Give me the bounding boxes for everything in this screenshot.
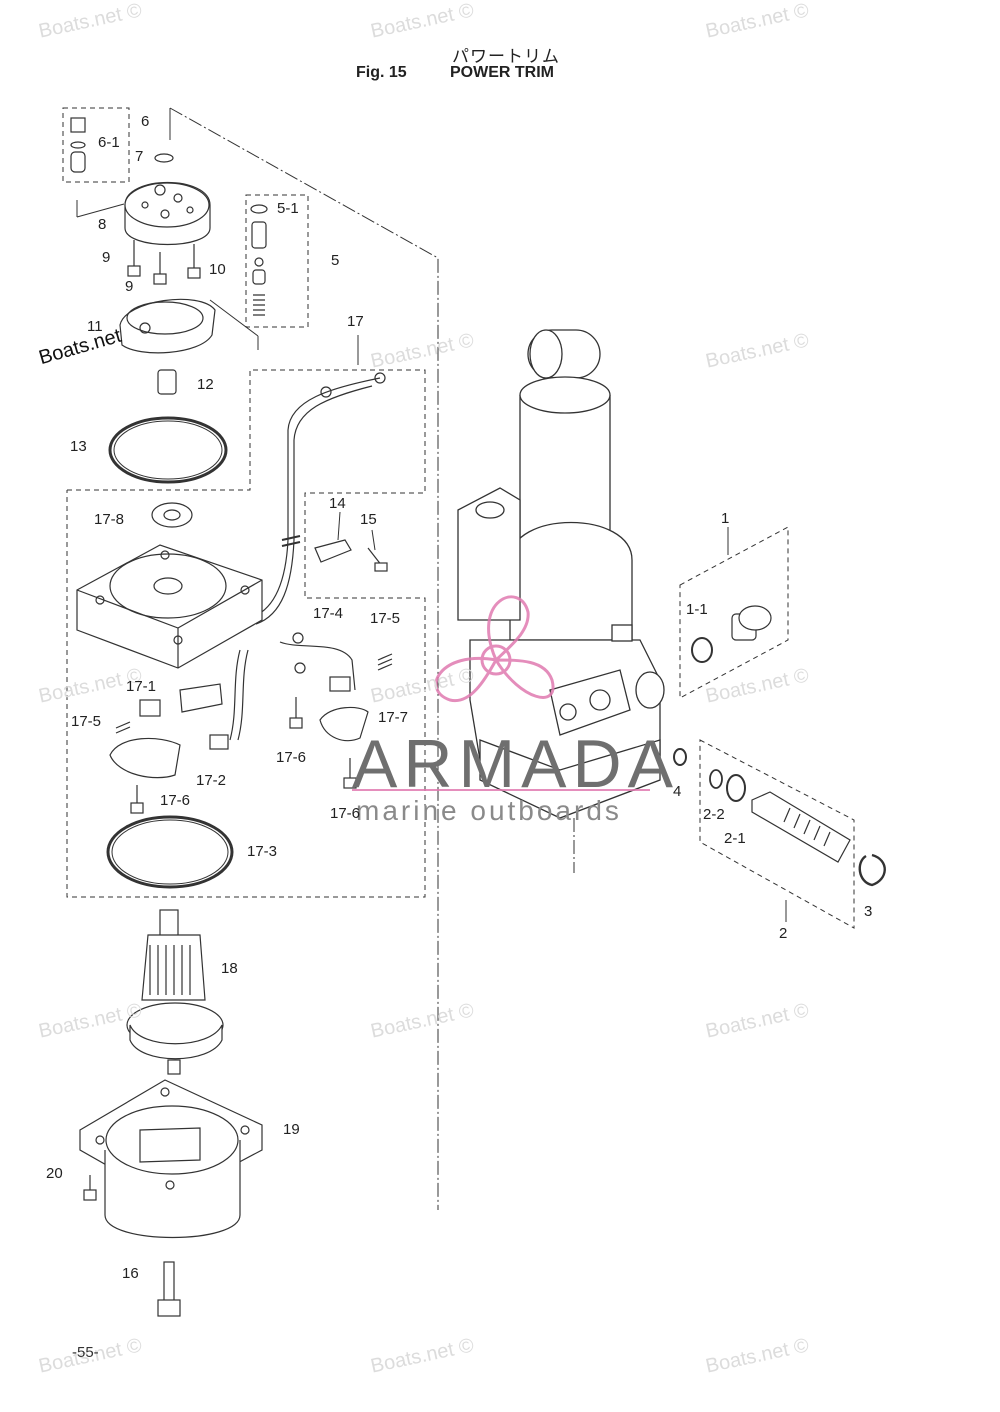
part-label: 4 (673, 783, 682, 800)
part-18-armature (126, 909, 224, 1075)
part-label: 20 (46, 1165, 63, 1182)
part-label: 19 (283, 1121, 300, 1138)
part-label: 5 (331, 252, 340, 269)
part-17-3-oring (106, 815, 234, 889)
part-label: 13 (70, 438, 87, 455)
part-label: 17-6 (330, 805, 361, 822)
part-13-oring (108, 416, 228, 484)
part-17-8-bearing (151, 502, 193, 528)
part-label: 17-5 (370, 610, 401, 627)
part-label: 8 (98, 216, 107, 233)
part-2-valve (751, 791, 851, 863)
part-8-pump-head (124, 182, 211, 246)
part-label: 1 (721, 510, 730, 527)
part-label: 6 (141, 113, 150, 130)
part-label: 17-2 (196, 772, 227, 789)
leader-lines (76, 107, 787, 1210)
part-label: 2 (779, 925, 788, 942)
part-1-plug (731, 605, 772, 641)
motor-end-housing (76, 544, 263, 669)
part-label: 18 (221, 960, 238, 977)
part-label: 5-1 (277, 200, 299, 217)
part-19-yoke (79, 1079, 263, 1239)
part-label: 6-1 (98, 134, 120, 151)
part-6-valve (70, 117, 86, 173)
part-label: 12 (197, 376, 214, 393)
part-label: 9 (102, 249, 111, 266)
part-label: 14 (329, 495, 346, 512)
figure-number: Fig. 15 (356, 64, 407, 81)
part-label: 17-4 (313, 605, 344, 622)
group-2-box (699, 739, 855, 929)
part-label: 9 (125, 278, 134, 295)
part-20-bolt (83, 1189, 97, 1201)
part-label: 17-5 (71, 713, 102, 730)
part-label: 17-1 (126, 678, 157, 695)
page-number: -55- (72, 1344, 99, 1361)
part-16-bolt (157, 1261, 181, 1317)
part-label: 17-7 (378, 709, 409, 726)
part-label: 17-6 (160, 792, 191, 809)
part-3-circlip (858, 853, 886, 887)
part-label: 10 (209, 261, 226, 278)
part-label: 17-6 (276, 749, 307, 766)
part-label: 17-8 (94, 511, 125, 528)
part-4-washer (673, 748, 687, 766)
propeller-logo-icon (352, 595, 650, 791)
part-17-harness (249, 372, 386, 625)
trim-cylinder-assembly (457, 329, 665, 819)
part-label: 7 (135, 148, 144, 165)
part-2-2-oring (709, 769, 723, 789)
part-label: 1-1 (686, 601, 708, 618)
part-1-1-washer (691, 637, 713, 663)
part-label: 3 (864, 903, 873, 920)
part-label: 2-1 (724, 830, 746, 847)
part-17-brushes (109, 632, 393, 814)
group-5-box (245, 194, 309, 328)
part-label: 16 (122, 1265, 139, 1282)
part-label: 17 (347, 313, 364, 330)
page-title: POWER TRIM (450, 64, 554, 81)
title-japanese: パワートリム (452, 47, 560, 66)
part-label: 2-2 (703, 806, 725, 823)
part-label: 17-3 (247, 843, 278, 860)
part-2-1-oring (726, 774, 746, 802)
part-5-valve (250, 204, 268, 316)
part-12-coupling (157, 369, 177, 395)
brand-name: ARMADA (352, 726, 679, 802)
part-label: 15 (360, 511, 377, 528)
brand-tagline: marine outboards (356, 795, 622, 826)
group-1-box (679, 526, 789, 699)
part-7-oring (154, 153, 174, 163)
part-label: 11 (87, 318, 103, 335)
part-14-clip (314, 539, 352, 563)
part-11-plate (119, 298, 216, 354)
group-17-box (66, 369, 426, 898)
part-9-10-bolts (127, 240, 201, 285)
group-6-box (62, 107, 130, 183)
group-boxes (62, 107, 855, 929)
